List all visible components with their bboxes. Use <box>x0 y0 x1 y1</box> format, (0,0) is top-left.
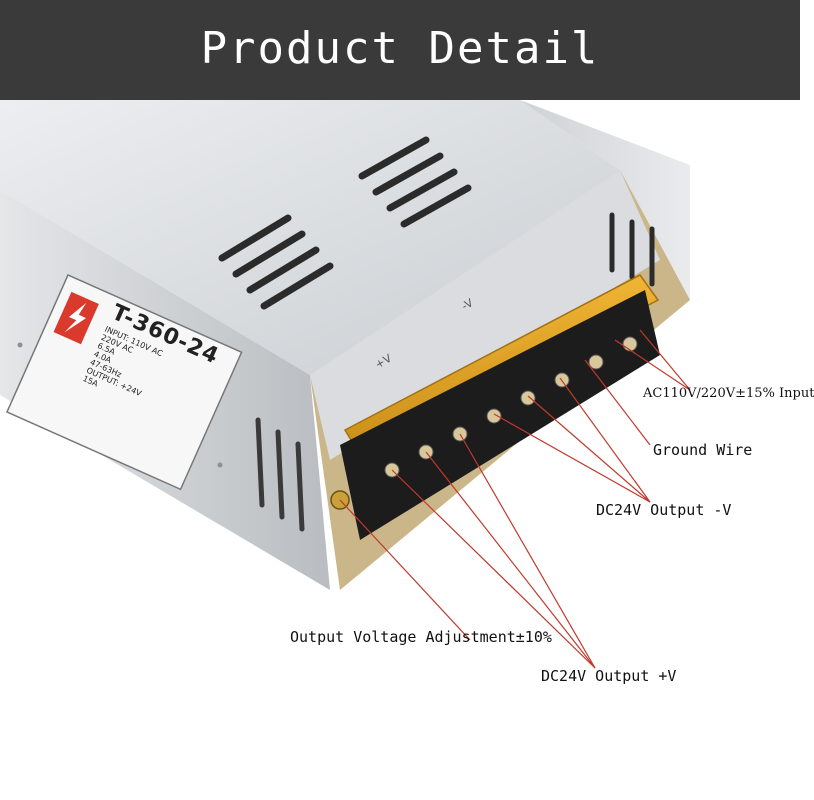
vents-top <box>218 136 472 310</box>
label-dc-output-positive: DC24V Output +V <box>541 667 677 685</box>
leader-lines <box>339 329 691 641</box>
product-label-sticker <box>5 274 243 491</box>
title-banner <box>0 0 800 100</box>
vents-front <box>255 417 305 532</box>
label-ground-wire: Ground Wire <box>653 441 753 459</box>
label-output-voltage-adjustment: Output Voltage Adjustment±10% <box>290 628 552 646</box>
chassis-top <box>0 100 620 375</box>
vents-side <box>609 212 655 287</box>
power-supply-photo <box>0 100 691 641</box>
banner-title: Product Detail <box>200 23 600 74</box>
label-dc-output-negative: DC24V Output -V <box>596 501 732 519</box>
label-ac-input: AC110V/220V±15% Input <box>643 386 814 401</box>
